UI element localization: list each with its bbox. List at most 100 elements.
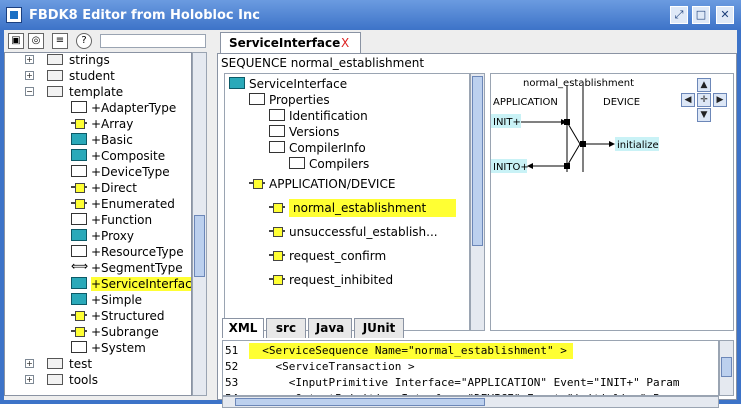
element-tree-item[interactable]: Versions	[269, 124, 339, 140]
property-icon	[269, 109, 285, 121]
tree-item[interactable]: +Structured	[71, 308, 165, 324]
xml-editor[interactable]: 51 <ServiceSequence Name="normal_establi…	[222, 340, 719, 396]
element-tree-item[interactable]: ServiceInterface	[229, 76, 347, 92]
editor-content: SEQUENCE normal_establishment ServiceInt…	[217, 53, 737, 408]
tree-item[interactable]: +SegmentType	[71, 258, 183, 276]
element-tree-item[interactable]: APPLICATION/DEVICE	[249, 176, 395, 192]
function-block-icon	[229, 77, 245, 89]
tree-item[interactable]: + strings	[25, 53, 110, 68]
element-tree-item[interactable]: unsuccessful_establish...	[269, 224, 438, 240]
sequence-diagram[interactable]: normal_establishment APPLICATION DEVICE …	[490, 73, 734, 331]
element-tree-item[interactable]: Compilers	[289, 156, 369, 172]
line-number: 53	[225, 376, 239, 389]
tab-src[interactable]: src	[266, 318, 306, 338]
element-tree-scrollbar[interactable]	[470, 73, 485, 331]
tree-item[interactable]: +Simple	[71, 292, 142, 308]
code-line[interactable]: 52 <ServiceTransaction >	[223, 359, 718, 375]
tree-item-label: strings	[69, 53, 110, 67]
tree-item[interactable]: +Function	[71, 212, 152, 228]
element-tree-item[interactable]: normal_establishment	[269, 199, 457, 217]
tree-item[interactable]: +Enumerated	[71, 196, 175, 212]
tree-item[interactable]: +test	[25, 356, 92, 372]
line-number: 52	[225, 360, 239, 373]
split-divider[interactable]	[210, 30, 216, 400]
code-line[interactable]: 54 <OutputPrimitive Interface="DEVICE" E…	[223, 391, 718, 395]
tree-item[interactable]: +Composite	[71, 148, 165, 164]
tree-item-label: +Direct	[91, 181, 137, 195]
tab-java[interactable]: Java	[308, 318, 352, 338]
transaction-node	[564, 163, 570, 169]
tree-item-label: +Simple	[91, 293, 143, 307]
save-icon[interactable]: ▣	[8, 33, 24, 49]
diagram-title: normal_establishment	[523, 78, 634, 89]
function-block-icon	[71, 277, 87, 289]
code-line[interactable]: 53 <InputPrimitive Interface="APPLICATIO…	[223, 375, 718, 391]
title-bar: FBDK8 Editor from Holobloc Inc ⤢ □ ✕	[0, 0, 741, 30]
code-horizontal-scrollbar[interactable]	[222, 396, 719, 408]
tree-item[interactable]: +System	[71, 340, 146, 356]
expand-icon[interactable]: +	[25, 359, 34, 368]
tree-item[interactable]: +Basic	[71, 132, 133, 148]
pan-down-icon[interactable]: ▼	[697, 108, 711, 122]
expand-icon[interactable]: +	[25, 55, 34, 64]
close-icon[interactable]: ✕	[716, 6, 734, 24]
library-scrollbar[interactable]	[192, 52, 207, 396]
pan-up-icon[interactable]: ▲	[697, 78, 711, 92]
expand-icon[interactable]: +	[25, 375, 34, 384]
scrollbar-thumb[interactable]	[721, 357, 732, 377]
tree-item[interactable]: +student	[25, 68, 115, 84]
tree-item-label: +Function	[91, 213, 153, 227]
list-icon[interactable]: ≡	[52, 33, 68, 49]
element-tree-item[interactable]: CompilerInfo	[269, 140, 366, 156]
tree-item[interactable]: +Subrange	[71, 324, 159, 340]
navigator-panel: ▣ ◎ ≡ ? + strings+student−template+Adapte…	[4, 30, 210, 400]
pan-left-icon[interactable]: ◀	[681, 93, 695, 107]
tab-xml[interactable]: XML	[222, 318, 264, 338]
expand-icon[interactable]: +	[25, 71, 34, 80]
scrollbar-thumb[interactable]	[472, 76, 483, 246]
maximize-icon[interactable]: □	[692, 6, 710, 24]
transaction-node	[580, 141, 586, 147]
help-icon[interactable]: ?	[76, 33, 92, 49]
causal-link	[566, 143, 581, 167]
restore-icon[interactable]: ⤢	[670, 6, 688, 24]
event-box	[491, 159, 527, 173]
property-icon	[249, 93, 265, 105]
collapse-icon[interactable]: −	[25, 87, 34, 96]
folder-icon	[47, 54, 63, 65]
code-line[interactable]: 51 <ServiceSequence Name="normal_establi…	[223, 343, 718, 359]
tab-junit[interactable]: JUnit	[354, 318, 404, 338]
tab-service-interface[interactable]: ServiceInterface X	[220, 32, 361, 54]
library-tree[interactable]: + strings+student−template+AdapterType+Ar…	[4, 52, 192, 396]
app-icon	[6, 7, 22, 23]
code-vertical-scrollbar[interactable]	[719, 340, 734, 396]
tab-close-icon[interactable]: X	[341, 36, 350, 50]
filter-field[interactable]	[100, 34, 206, 48]
element-tree-item[interactable]: request_confirm	[269, 248, 386, 264]
tree-item[interactable]: +ServiceInterface	[71, 276, 191, 292]
tree-item[interactable]: +AdapterType	[71, 100, 176, 116]
element-tree-label: APPLICATION/DEVICE	[269, 177, 396, 191]
element-tree-item[interactable]: Properties	[249, 92, 330, 108]
code-text: <ServiceTransaction >	[249, 360, 415, 373]
data-type-icon	[71, 325, 87, 337]
function-block-icon	[71, 149, 87, 161]
tree-item[interactable]: +Proxy	[71, 228, 134, 244]
property-icon	[269, 141, 285, 153]
tree-item[interactable]: +DeviceType	[71, 164, 170, 180]
tree-item[interactable]: +Direct	[71, 180, 137, 196]
find-icon[interactable]: ◎	[28, 33, 44, 49]
tree-item[interactable]: −template	[25, 84, 123, 100]
tree-item[interactable]: +Array	[71, 116, 133, 132]
element-tree-item[interactable]: Identification	[269, 108, 368, 124]
element-tree-item[interactable]: request_inhibited	[269, 272, 393, 288]
folder-icon	[47, 70, 63, 81]
scrollbar-thumb[interactable]	[194, 215, 205, 277]
tree-item[interactable]: +tools	[25, 372, 98, 388]
tree-item-label: +DeviceType	[91, 165, 170, 179]
scrollbar-thumb[interactable]	[235, 398, 485, 406]
tree-item[interactable]: +ResourceType	[71, 244, 184, 260]
pan-right-icon[interactable]: ▶	[713, 93, 727, 107]
pan-center-icon[interactable]: ✛	[697, 93, 711, 107]
